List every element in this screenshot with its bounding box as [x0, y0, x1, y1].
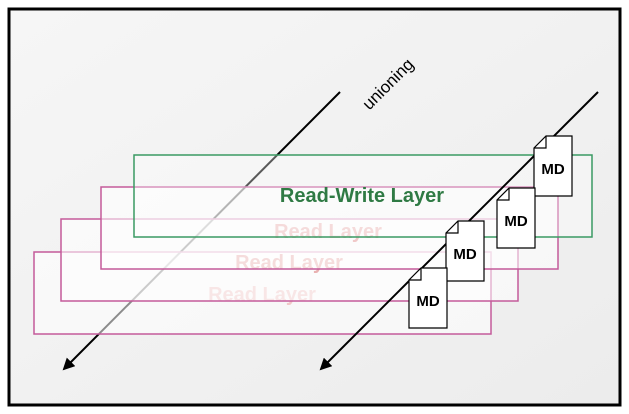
md-file-icon-1-fold	[409, 268, 422, 281]
read-write-layer-label: Read-Write Layer	[280, 185, 444, 207]
md-file-icon-4-page	[533, 135, 573, 197]
md-file-icon-layer-1: MD	[408, 267, 448, 329]
md-file-icon-2-fold	[446, 221, 459, 234]
md-file-icon-2-label: MD	[453, 246, 476, 263]
md-file-icon-3-page	[496, 187, 536, 249]
md-file-icon-4-fold	[534, 136, 547, 149]
md-file-icon-layer-4: MD	[533, 135, 573, 197]
md-file-icon-4-label: MD	[541, 161, 564, 178]
md-file-icon-layer-2: MD	[445, 220, 485, 282]
md-file-icon-3-fold	[497, 188, 510, 201]
md-file-icon-1-label: MD	[416, 293, 439, 310]
md-file-icon-1-page	[408, 267, 448, 329]
md-file-icon-2-page	[445, 220, 485, 282]
md-file-icon-layer-3: MD	[496, 187, 536, 249]
md-file-icon-3-label: MD	[504, 213, 527, 230]
